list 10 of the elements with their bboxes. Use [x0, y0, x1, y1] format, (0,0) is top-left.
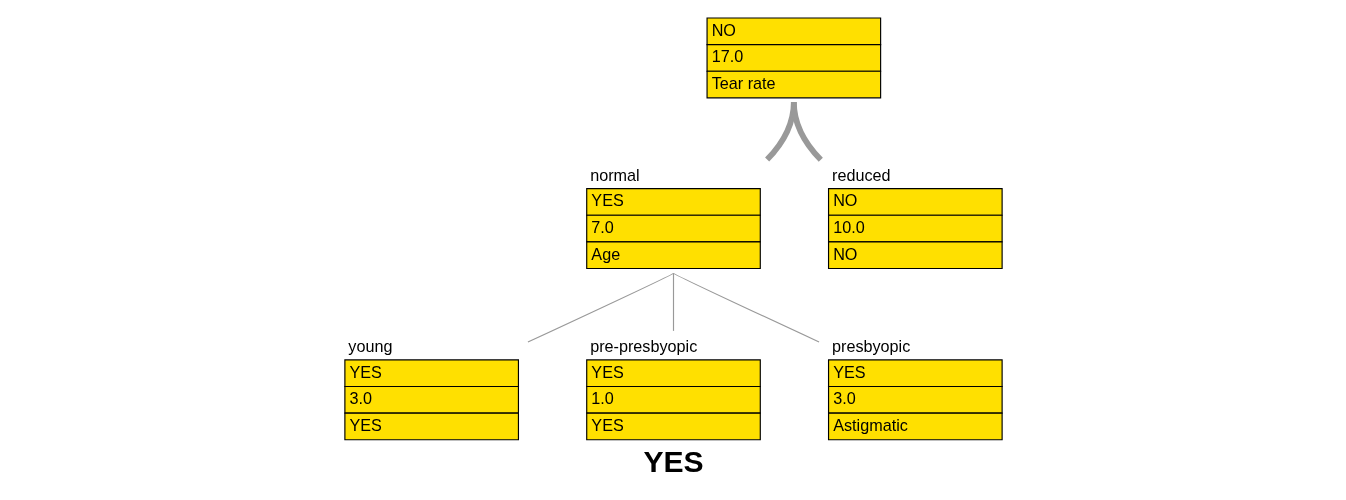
- node-label: reduced: [831, 165, 891, 184]
- connector: [672, 272, 674, 332]
- node-label: pre-presbyopic: [589, 337, 697, 356]
- node-label: normal: [589, 165, 640, 184]
- connector: [790, 101, 823, 162]
- connector: [672, 272, 820, 343]
- connector: [526, 272, 674, 343]
- caption: YES: [642, 444, 704, 478]
- node-label: presbyopic: [831, 337, 910, 356]
- node-label: young: [347, 337, 392, 356]
